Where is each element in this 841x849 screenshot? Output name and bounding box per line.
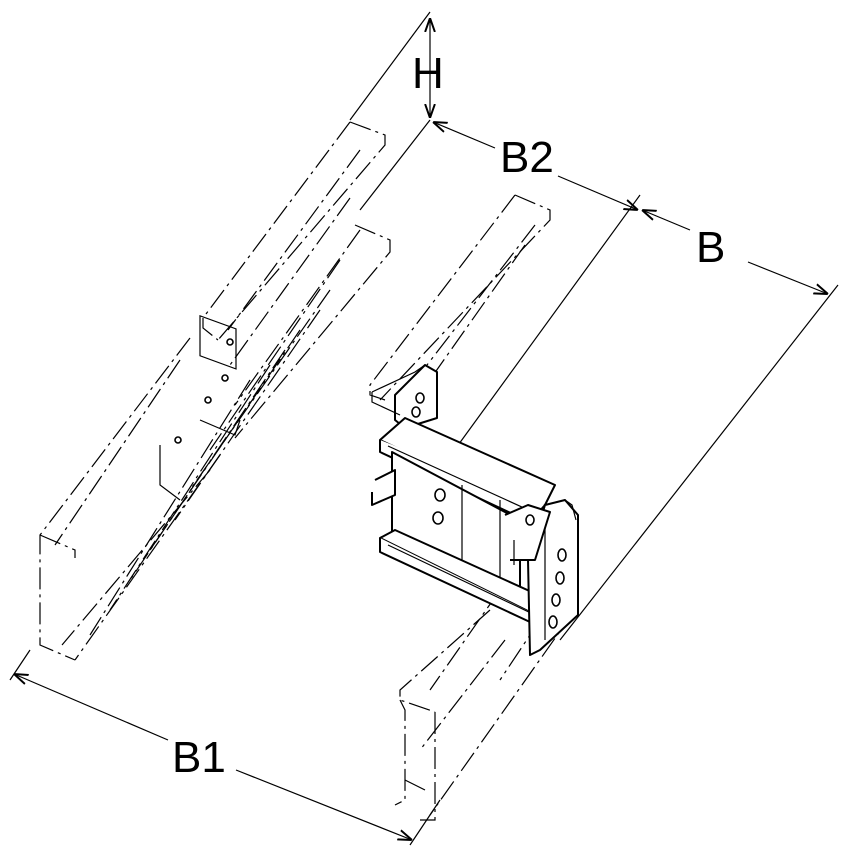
width-dimension-line-b xyxy=(747,261,828,294)
left-tray-section-hidden xyxy=(39,121,391,661)
extension-lines xyxy=(9,11,839,846)
height-label: H xyxy=(412,49,444,98)
total-width-dimension-line-b xyxy=(235,769,412,840)
width-dimension-line-a xyxy=(642,210,691,231)
total-width-label: B1 xyxy=(172,733,226,782)
offset-width-label: B2 xyxy=(500,133,554,182)
dimension-lines xyxy=(14,18,828,840)
offset-width-dimension-line-a xyxy=(433,122,496,149)
reducer-bracket xyxy=(371,364,579,656)
offset-width-dimension-line-b xyxy=(557,175,638,210)
total-width-dimension-line-a xyxy=(14,674,169,741)
width-label: B xyxy=(696,223,725,272)
